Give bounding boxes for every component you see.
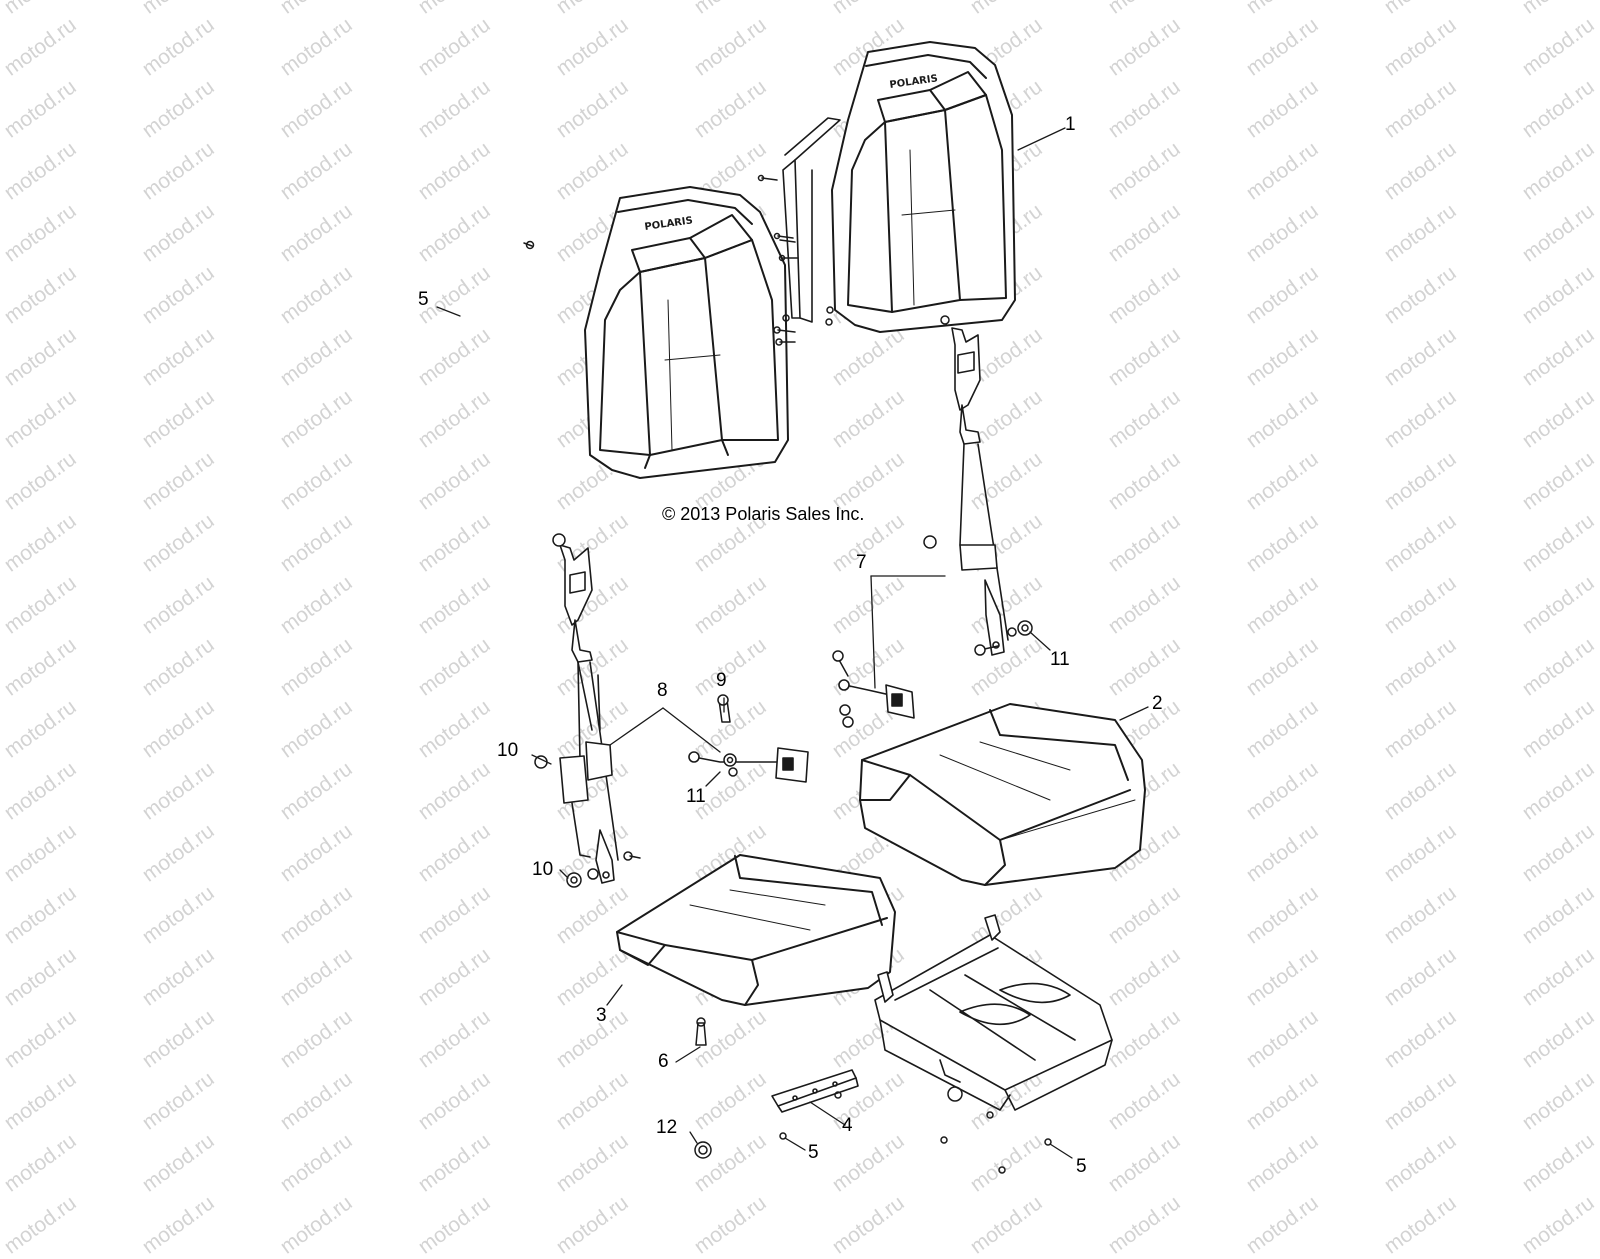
callout-8[interactable]: 8	[657, 680, 668, 701]
watermark-text: motod.ru	[138, 1191, 219, 1259]
seat-bottom-left[interactable]	[616, 854, 896, 1006]
watermark-text: motod.ru	[828, 1191, 909, 1259]
watermark-text: motod.ru	[966, 1191, 1047, 1259]
watermark-text: motod.ru	[414, 1191, 495, 1259]
watermark-text: motod.ru	[552, 1191, 633, 1259]
callout-5-upper-left[interactable]: 5	[418, 289, 429, 310]
callout-10-upper[interactable]: 10	[497, 740, 519, 761]
callout-11-center[interactable]: 11	[686, 786, 706, 807]
watermark-text: motod.ru	[1380, 1191, 1461, 1259]
watermark-text: motod.ru	[690, 1191, 771, 1259]
seat-belt-left-buckle[interactable]	[688, 747, 809, 783]
copyright-notice: © 2013 Polaris Sales Inc.	[662, 504, 865, 524]
seat-belt-left[interactable]	[559, 544, 619, 884]
watermark-text: motod.ru	[0, 1191, 81, 1259]
callout-4[interactable]: 4	[842, 1115, 853, 1136]
callout-7[interactable]: 7	[856, 552, 867, 573]
callout-6[interactable]: 6	[658, 1051, 669, 1072]
callout-9[interactable]: 9	[716, 670, 727, 691]
callout-10-lower[interactable]: 10	[532, 859, 554, 880]
seat-back-frame[interactable]	[782, 117, 841, 323]
fasteners[interactable]	[534, 533, 1052, 1174]
leader-lines	[436, 127, 1149, 1159]
callout-2[interactable]: 2	[1152, 693, 1163, 714]
callout-3[interactable]: 3	[596, 1005, 607, 1026]
seat-bracket[interactable]	[771, 1069, 859, 1113]
seat-belt-right[interactable]	[951, 327, 1009, 656]
callout-1[interactable]: 1	[1065, 114, 1076, 135]
seat-base-frame[interactable]	[874, 914, 1113, 1111]
seat-belt-right-buckle[interactable]	[838, 679, 915, 719]
watermark-text: motod.ru	[1518, 1191, 1599, 1259]
seat-back-right[interactable]	[831, 41, 1016, 333]
callout-5-base-right[interactable]: 5	[1076, 1156, 1087, 1177]
watermark-text: motod.ru	[1104, 1191, 1185, 1259]
watermark-text: motod.ru	[1242, 1191, 1323, 1259]
seat-bottom-right[interactable]	[859, 703, 1146, 886]
parts-drawing: POLARIS POLARIS	[436, 41, 1149, 1174]
back-hardware[interactable]	[523, 174, 950, 346]
callout-5-bracket[interactable]: 5	[808, 1142, 819, 1163]
callout-11-right[interactable]: 11	[1050, 649, 1070, 670]
watermark-text: motod.ru	[276, 1191, 357, 1259]
seat-back-left[interactable]	[584, 186, 789, 479]
callout-12[interactable]: 12	[656, 1117, 678, 1138]
